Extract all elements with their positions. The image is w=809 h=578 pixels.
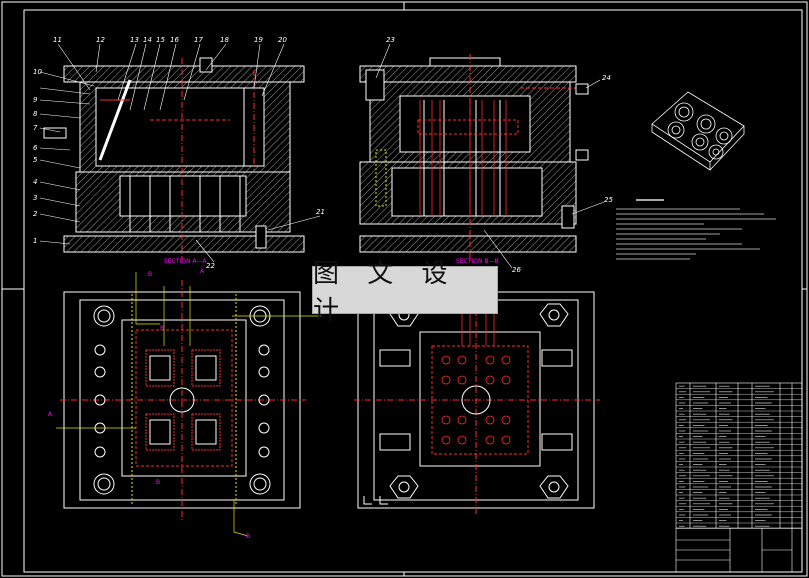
section-a-title: SECTION A—A [164,258,207,265]
title-block [676,527,802,572]
left-callout-leaders [39,43,321,263]
parts-list-rows [676,388,802,529]
plan-view-left [56,272,322,537]
left-callout-labels: 1 2 3 4 5 6 7 8 9 10 11 12 13 14 15 16 1… [33,36,325,270]
right-callout-labels: 23 24 25 26 [386,36,613,274]
svg-text:19: 19 [254,36,263,44]
svg-text:11: 11 [53,36,62,44]
svg-text:9: 9 [33,96,38,104]
svg-text:15: 15 [156,36,165,44]
svg-text:16: 16 [170,36,179,44]
parts-list-table [675,382,803,573]
svg-text:25: 25 [604,196,613,204]
section-b-view [359,54,589,262]
svg-text:3: 3 [33,194,37,202]
svg-text:22: 22 [206,262,215,270]
inner-frame [23,9,803,573]
isometric-part-view [651,91,745,171]
svg-text:10: 10 [33,68,42,76]
svg-text:B: B [160,325,164,332]
section-a-view [43,57,305,262]
right-callout-leaders [375,43,605,269]
svg-text:1: 1 [33,237,37,245]
svg-text:17: 17 [194,36,203,44]
svg-text:20: 20 [278,36,287,44]
svg-text:5: 5 [33,156,38,164]
svg-text:13: 13 [130,36,139,44]
svg-text:B: B [246,533,250,540]
svg-text:6: 6 [33,144,38,152]
svg-text:B: B [156,479,160,486]
view-marker-labels: A A B B B B [48,268,250,540]
svg-text:7: 7 [33,124,38,132]
technical-notes-block [616,199,776,260]
svg-text:26: 26 [512,266,521,274]
svg-text:18: 18 [220,36,229,44]
svg-text:12: 12 [96,36,105,44]
section-b-title: SECTION B—B [456,258,499,265]
svg-text:A: A [48,411,53,418]
svg-text:23: 23 [386,36,395,44]
svg-text:14: 14 [143,36,152,44]
svg-text:24: 24 [602,74,611,82]
svg-text:21: 21 [316,208,325,216]
parts-list-text-glyphs [679,385,774,527]
svg-text:8: 8 [33,110,38,118]
watermark-banner: 图 文 设 计 [312,259,498,326]
svg-text:B: B [148,271,152,278]
svg-text:2: 2 [33,210,38,218]
svg-text:A: A [200,268,205,275]
svg-text:4: 4 [33,178,37,186]
